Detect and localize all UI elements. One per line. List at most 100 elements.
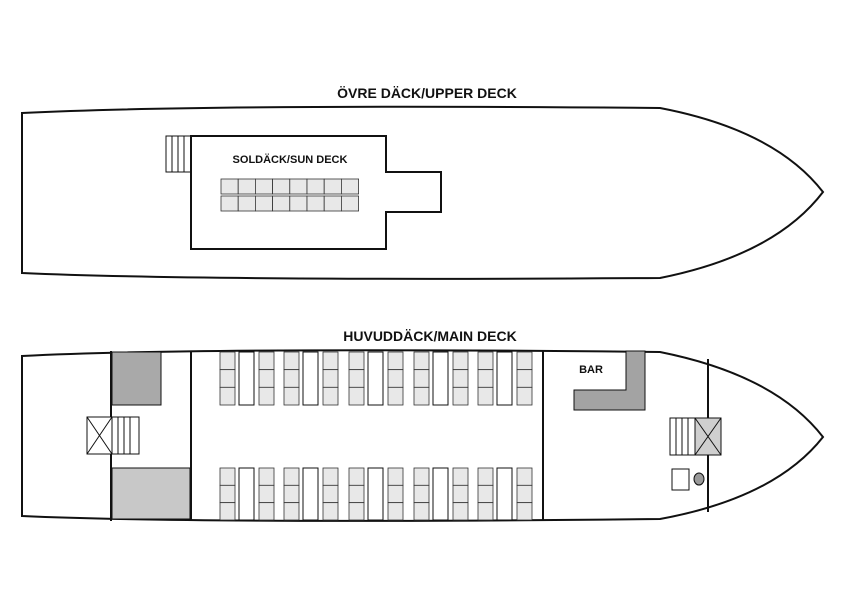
sun-lounger bbox=[306, 178, 325, 195]
sun-lounger bbox=[340, 178, 359, 195]
seat bbox=[413, 351, 430, 371]
seat bbox=[516, 351, 533, 371]
sun-deck-seating bbox=[220, 178, 359, 212]
table bbox=[367, 467, 384, 521]
main-deck-title: HUVUDDÄCK/MAIN DECK bbox=[343, 328, 516, 344]
table bbox=[238, 351, 255, 406]
seat bbox=[516, 467, 533, 486]
table bbox=[496, 467, 513, 521]
table bbox=[432, 351, 449, 406]
sun-lounger bbox=[323, 178, 342, 195]
seat bbox=[387, 386, 404, 406]
seat bbox=[387, 369, 404, 388]
table bbox=[432, 467, 449, 521]
sun-lounger bbox=[272, 195, 291, 212]
bow-hatch bbox=[694, 417, 722, 456]
seat bbox=[477, 502, 494, 521]
seat bbox=[387, 502, 404, 521]
table bbox=[302, 467, 319, 521]
seat bbox=[322, 502, 339, 521]
seat bbox=[322, 386, 339, 406]
seat bbox=[387, 467, 404, 486]
sun-lounger bbox=[237, 178, 256, 195]
seat bbox=[219, 386, 236, 406]
seat bbox=[413, 467, 430, 486]
seat bbox=[477, 484, 494, 504]
bow-stairs bbox=[669, 417, 696, 456]
sun-deck-area bbox=[190, 135, 442, 250]
seat bbox=[219, 502, 236, 521]
seat bbox=[516, 386, 533, 406]
seat bbox=[516, 369, 533, 388]
seat bbox=[348, 351, 365, 371]
seat bbox=[452, 386, 469, 406]
seat bbox=[452, 351, 469, 371]
seat bbox=[283, 369, 300, 388]
seat bbox=[452, 484, 469, 504]
seat bbox=[452, 467, 469, 486]
bar-label: BAR bbox=[579, 364, 603, 376]
sun-lounger bbox=[220, 178, 239, 195]
seat bbox=[219, 369, 236, 388]
sun-lounger bbox=[272, 178, 291, 195]
seat bbox=[516, 502, 533, 521]
upper-deck-stairs bbox=[165, 135, 192, 173]
seat bbox=[348, 386, 365, 406]
seat bbox=[322, 351, 339, 371]
sun-lounger bbox=[237, 195, 256, 212]
seat bbox=[219, 351, 236, 371]
seat bbox=[477, 369, 494, 388]
seat bbox=[477, 351, 494, 371]
seat bbox=[258, 484, 275, 504]
seat bbox=[258, 502, 275, 521]
toilet-icon bbox=[693, 472, 705, 486]
seat bbox=[322, 369, 339, 388]
seat bbox=[413, 386, 430, 406]
seat bbox=[283, 351, 300, 371]
table bbox=[367, 351, 384, 406]
seat bbox=[322, 467, 339, 486]
seat bbox=[283, 502, 300, 521]
seat bbox=[516, 484, 533, 504]
seat bbox=[258, 467, 275, 486]
upper-deck-title: ÖVRE DÄCK/UPPER DECK bbox=[337, 85, 517, 101]
seat bbox=[413, 369, 430, 388]
sink-cabinet bbox=[671, 468, 690, 491]
seat bbox=[348, 369, 365, 388]
aft-stairs bbox=[111, 416, 140, 455]
seat bbox=[477, 467, 494, 486]
seat bbox=[387, 351, 404, 371]
sun-lounger bbox=[340, 195, 359, 212]
sun-lounger bbox=[289, 178, 308, 195]
seat bbox=[219, 484, 236, 504]
seat bbox=[452, 369, 469, 388]
sun-lounger bbox=[254, 178, 273, 195]
sun-lounger bbox=[306, 195, 325, 212]
seat bbox=[387, 484, 404, 504]
table bbox=[238, 467, 255, 521]
seat bbox=[477, 386, 494, 406]
seat bbox=[452, 502, 469, 521]
saloon-seating bbox=[219, 351, 533, 521]
storage-room bbox=[111, 351, 162, 406]
seat bbox=[258, 351, 275, 371]
seat bbox=[283, 467, 300, 486]
sun-lounger bbox=[254, 195, 273, 212]
service-room bbox=[111, 467, 191, 520]
seat bbox=[283, 484, 300, 504]
aft-hatch bbox=[86, 416, 113, 455]
seat bbox=[258, 386, 275, 406]
seat bbox=[258, 369, 275, 388]
sun-lounger bbox=[289, 195, 308, 212]
seat bbox=[219, 467, 236, 486]
sun-lounger bbox=[323, 195, 342, 212]
seat bbox=[348, 484, 365, 504]
sun-deck-label: SOLDÄCK/SUN DECK bbox=[233, 153, 348, 166]
sun-lounger bbox=[220, 195, 239, 212]
seat bbox=[413, 484, 430, 504]
table bbox=[496, 351, 513, 406]
seat bbox=[348, 467, 365, 486]
upper-deck-hull bbox=[21, 105, 825, 280]
seat bbox=[413, 502, 430, 521]
